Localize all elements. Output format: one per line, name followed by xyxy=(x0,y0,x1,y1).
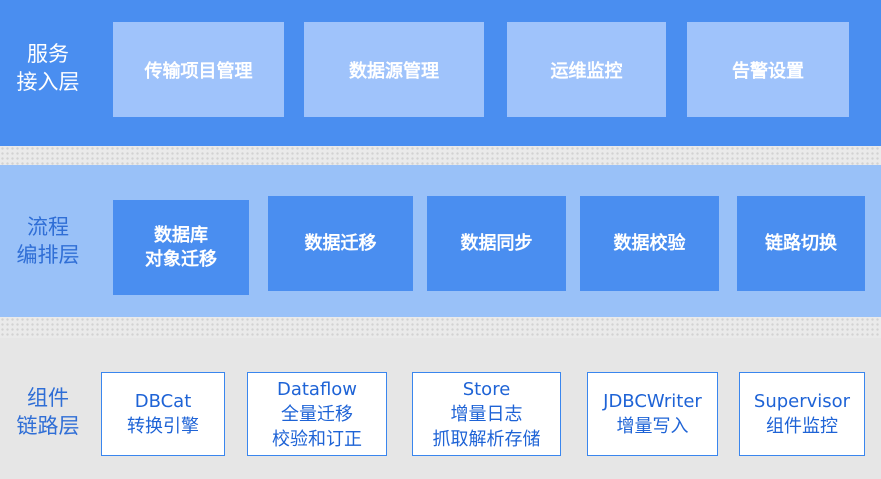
alert-settings-box: 告警设置 xyxy=(687,22,849,117)
dataflow-box: Dataflow 全量迁移 校验和订正 xyxy=(247,372,387,456)
db-object-migration-label-line-1: 数据库 xyxy=(154,224,208,246)
dbcat-description: 转换引擎 xyxy=(127,416,199,437)
service-layer-label: 服务 接入层 xyxy=(0,40,96,96)
jdbcwriter-name: JDBCWriter xyxy=(603,391,702,412)
layer-separator xyxy=(0,146,881,165)
ops-monitoring-label: 运维监控 xyxy=(550,60,623,82)
jdbcwriter-box: JDBCWriter 增量写入 xyxy=(587,372,718,456)
supervisor-box: Supervisor 组件监控 xyxy=(739,372,865,456)
dbcat-box: DBCat 转换引擎 xyxy=(101,372,225,456)
flow-layer-label-line-2: 编排层 xyxy=(16,243,80,267)
link-switchover-box: 链路切换 xyxy=(737,196,865,291)
service-layer-label-line-1: 服务 xyxy=(27,42,69,66)
db-object-migration-label-line-2: 对象迁移 xyxy=(145,248,217,270)
db-object-migration-box: 数据库 对象迁移 xyxy=(113,200,249,295)
data-sync-box: 数据同步 xyxy=(427,196,566,291)
layer-separator xyxy=(0,317,881,338)
flow-layer-label-line-1: 流程 xyxy=(27,215,69,239)
transfer-project-management-box: 传输项目管理 xyxy=(113,22,284,117)
data-migration-box: 数据迁移 xyxy=(268,196,413,291)
store-name: Store xyxy=(462,378,511,400)
component-link-layer: 组件 链路层 DBCat 转换引擎 Dataflow 全量迁移 校验和订正 St… xyxy=(0,338,881,479)
flow-orchestration-layer: 流程 编排层 数据库 对象迁移 数据迁移 数据同步 数据校验 链路切换 xyxy=(0,165,881,317)
datasource-management-label: 数据源管理 xyxy=(349,60,439,82)
dbcat-name: DBCat xyxy=(134,391,192,412)
link-layer-label-line-2: 链路层 xyxy=(16,414,80,438)
ops-monitoring-box: 运维监控 xyxy=(507,22,666,117)
jdbcwriter-description: 增量写入 xyxy=(616,416,689,437)
data-verification-box: 数据校验 xyxy=(580,196,719,291)
store-description-line-1: 增量日志 xyxy=(450,403,523,425)
data-verification-label: 数据校验 xyxy=(613,232,686,254)
link-layer-label: 组件 链路层 xyxy=(0,384,96,440)
flow-layer-label: 流程 编排层 xyxy=(0,213,96,269)
link-switchover-label: 链路切换 xyxy=(765,232,837,254)
service-access-layer: 服务 接入层 传输项目管理 数据源管理 运维监控 告警设置 xyxy=(0,0,881,146)
data-migration-label: 数据迁移 xyxy=(304,232,377,254)
store-description-line-2: 抓取解析存储 xyxy=(432,428,541,450)
store-box: Store 增量日志 抓取解析存储 xyxy=(412,372,561,456)
datasource-management-box: 数据源管理 xyxy=(304,22,484,117)
dataflow-description-line-2: 校验和订正 xyxy=(272,428,362,450)
link-layer-label-line-1: 组件 xyxy=(27,386,69,410)
data-sync-label: 数据同步 xyxy=(460,232,533,254)
transfer-project-management-label: 传输项目管理 xyxy=(144,60,253,82)
alert-settings-label: 告警设置 xyxy=(732,60,804,82)
supervisor-description: 组件监控 xyxy=(766,416,838,437)
supervisor-name: Supervisor xyxy=(753,391,851,412)
dataflow-name: Dataflow xyxy=(276,378,358,400)
dataflow-description-line-1: 全量迁移 xyxy=(281,403,353,425)
service-layer-label-line-2: 接入层 xyxy=(16,70,80,94)
